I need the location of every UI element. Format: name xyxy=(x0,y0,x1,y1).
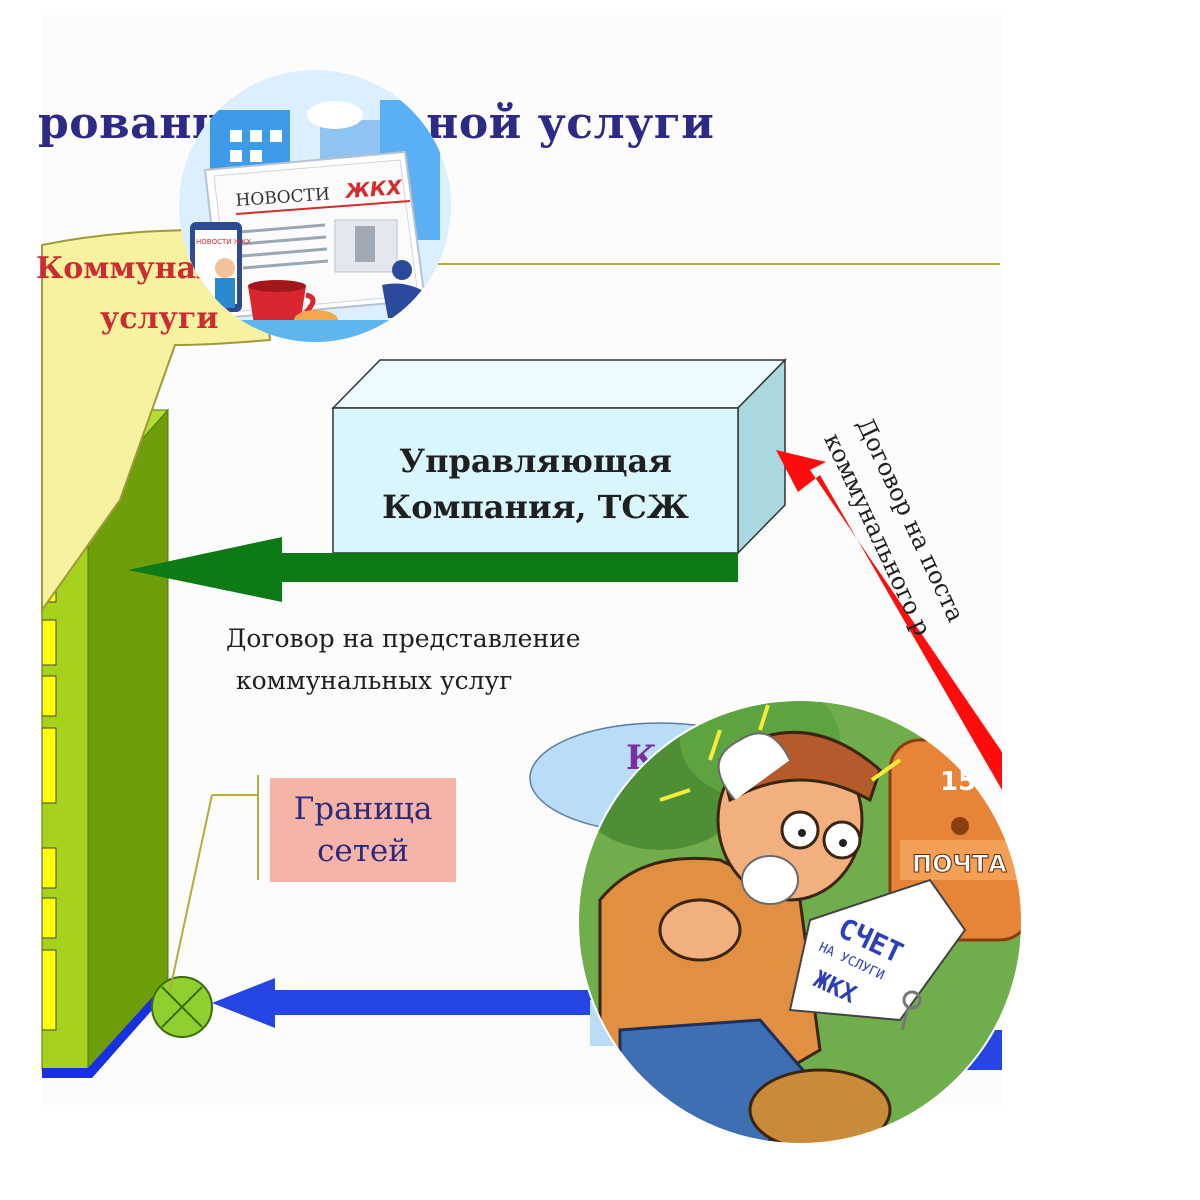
consumer-ellipse xyxy=(529,722,791,834)
window xyxy=(41,847,57,889)
contract-provision-line2: коммунальных услуг xyxy=(236,666,513,695)
valve-symbol xyxy=(151,976,213,1038)
red-arrow xyxy=(776,450,1002,790)
management-company-line2: Компания, ТСЖ xyxy=(382,488,689,526)
callout-text-line1: Коммунал xyxy=(36,251,218,286)
window xyxy=(41,897,57,939)
page-title: рования унальной услуги xyxy=(38,98,715,149)
window xyxy=(41,949,57,1031)
window xyxy=(41,727,57,804)
green-arrow xyxy=(128,537,738,602)
management-company-line1: Управляющая xyxy=(399,442,672,480)
callout-text-line2: услуги xyxy=(100,301,219,336)
blue-arrow-tail xyxy=(960,1030,1002,1070)
window xyxy=(41,619,57,666)
ellipse-fragment xyxy=(590,1000,650,1046)
management-company-box xyxy=(331,358,787,555)
window xyxy=(41,675,57,717)
contract-provision-line1: Договор на представление xyxy=(226,624,581,653)
network-border-label: Граница сетей xyxy=(270,778,456,882)
border-bracket xyxy=(169,775,259,991)
divider-line xyxy=(400,263,1000,265)
management-company-label: Управляющая Компания, ТСЖ xyxy=(333,438,738,530)
network-border-line1: Граница xyxy=(293,791,433,827)
blue-arrow xyxy=(212,978,600,1028)
network-border-line2: сетей xyxy=(317,833,409,869)
ellipse-letter: К xyxy=(626,738,657,778)
